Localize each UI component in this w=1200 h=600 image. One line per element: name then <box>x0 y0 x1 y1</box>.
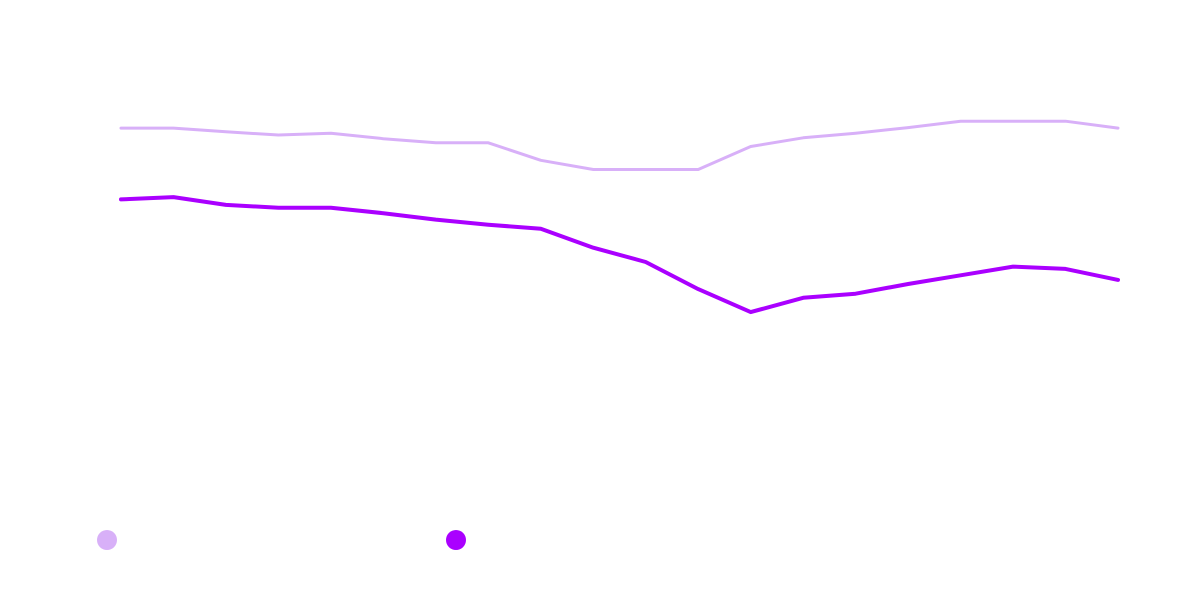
legend-item-2[interactable] <box>446 530 466 550</box>
series-line-2 <box>119 195 1120 315</box>
legend-marker-1 <box>97 530 117 550</box>
series-line-1 <box>119 119 1120 171</box>
legend-marker-2 <box>446 530 466 550</box>
legend-item-1[interactable] <box>97 530 117 550</box>
